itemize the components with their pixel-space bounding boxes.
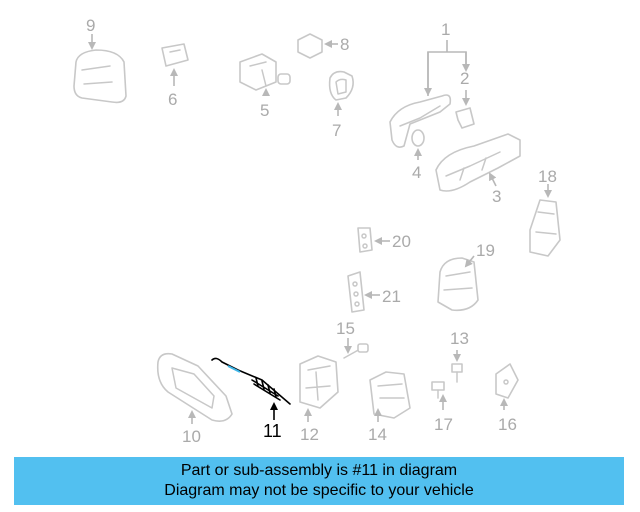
parts-diagram: 9 6 5 8 7 1 2 [73, 16, 561, 446]
part-19[interactable]: 19 [437, 241, 495, 312]
part-7[interactable]: 7 [328, 70, 354, 140]
info-banner: Part or sub-assembly is #11 in diagram D… [14, 457, 624, 505]
callout-9: 9 [86, 16, 95, 35]
callout-17: 17 [434, 415, 453, 434]
part-6[interactable]: 6 [161, 43, 189, 109]
callout-19: 19 [476, 241, 495, 260]
part-3[interactable]: 3 [435, 133, 521, 206]
part-13[interactable]: 13 [450, 329, 469, 383]
callout-2: 2 [460, 69, 469, 88]
part-16[interactable]: 16 [495, 363, 519, 434]
part-12[interactable]: 12 [299, 355, 339, 444]
callout-14: 14 [368, 425, 387, 444]
callout-10: 10 [182, 427, 201, 446]
callout-6: 6 [168, 90, 177, 109]
callout-16: 16 [498, 415, 517, 434]
callout-20: 20 [392, 232, 411, 251]
part-14[interactable]: 14 [368, 371, 411, 444]
callout-8: 8 [340, 35, 349, 54]
callout-21: 21 [382, 287, 401, 306]
banner-line-2: Diagram may not be specific to your vehi… [164, 482, 474, 499]
callout-18: 18 [538, 167, 557, 186]
part-20[interactable]: 20 [357, 227, 411, 253]
callout-4: 4 [412, 163, 421, 182]
callout-7: 7 [332, 121, 341, 140]
part-8[interactable]: 8 [297, 33, 349, 59]
part-21[interactable]: 21 [347, 271, 401, 313]
callout-11: 11 [263, 421, 282, 441]
callout-5: 5 [260, 101, 269, 120]
part-4[interactable]: 4 [411, 129, 425, 182]
callout-3: 3 [492, 187, 501, 206]
part-2[interactable]: 2 [455, 69, 475, 129]
banner-line-1: Part or sub-assembly is #11 in diagram [180, 462, 458, 479]
part-18[interactable]: 18 [529, 167, 561, 257]
part-5[interactable]: 5 [239, 53, 291, 120]
part-15[interactable]: 15 [336, 319, 369, 359]
part-11-cable[interactable]: 11 [211, 357, 291, 441]
part-1[interactable]: 1 [389, 20, 470, 148]
callout-1: 1 [441, 20, 450, 39]
callout-15: 15 [336, 319, 355, 338]
part-9[interactable]: 9 [73, 16, 127, 104]
callout-13: 13 [450, 329, 469, 348]
callout-12: 12 [300, 425, 319, 444]
part-10[interactable]: 10 [156, 352, 233, 446]
part-17[interactable]: 17 [431, 381, 453, 434]
